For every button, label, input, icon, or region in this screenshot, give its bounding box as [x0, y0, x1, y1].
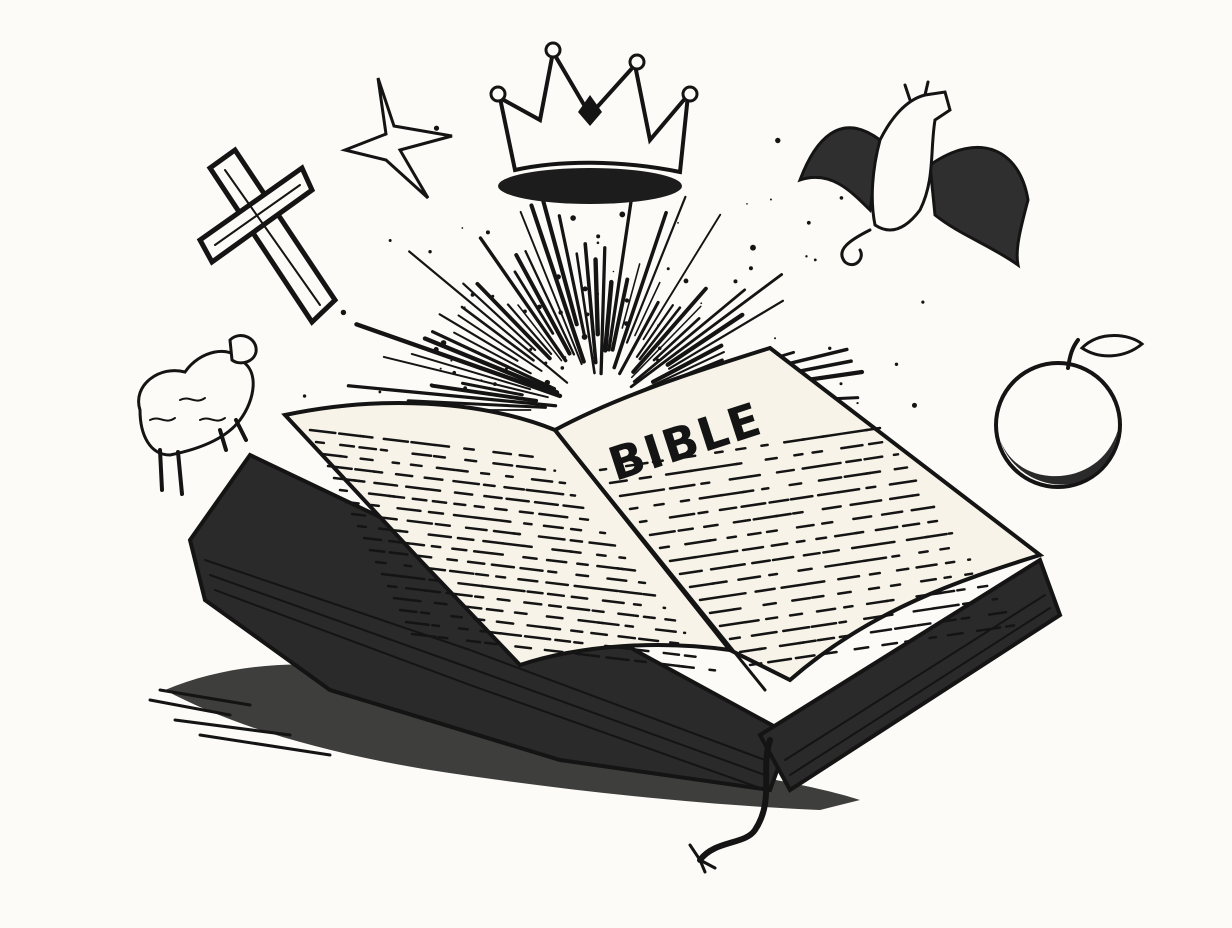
- page-text-lines: [308, 426, 1016, 672]
- ribbon-bookmark: [697, 737, 773, 863]
- apple-icon: [994, 334, 1145, 489]
- crown-icon: [489, 41, 699, 204]
- open-book: BIBLE: [187, 345, 1063, 874]
- star-icon: [340, 77, 453, 200]
- cross-icon: [196, 146, 339, 326]
- ink-specks: [302, 115, 925, 412]
- dragon-icon: [797, 80, 1030, 269]
- lamb-icon: [137, 334, 258, 496]
